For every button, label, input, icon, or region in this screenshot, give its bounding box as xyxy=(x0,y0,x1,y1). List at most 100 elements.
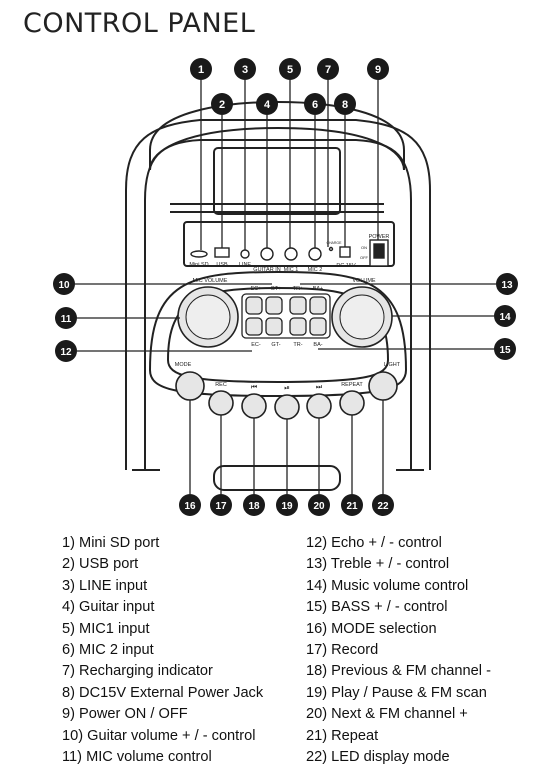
input-strip xyxy=(183,221,395,267)
svg-text:5: 5 xyxy=(287,64,293,76)
usb-port xyxy=(214,247,230,258)
mic-volume-label: MIC VOLUME xyxy=(193,278,228,284)
gt-minus-label: GT- xyxy=(271,342,280,348)
input-ports xyxy=(190,239,389,267)
legend-item-10: 10) Guitar volume + / - control xyxy=(62,727,256,744)
off-label: OFF xyxy=(360,255,369,260)
legend-item-22: 22) LED display mode xyxy=(306,749,450,766)
callout-7: 7 xyxy=(317,58,339,80)
legend-item-15: 15) BASS + / - control xyxy=(306,599,448,616)
ec-plus-label: EC+ xyxy=(251,286,262,292)
top-recess xyxy=(213,147,341,215)
svg-text:19: 19 xyxy=(281,501,293,512)
legend-item-5: 5) MIC1 input xyxy=(62,620,150,637)
svg-text:4: 4 xyxy=(264,99,271,111)
mic2-label: MIC 2 xyxy=(308,267,323,273)
svg-text:9: 9 xyxy=(375,64,381,76)
dc15v-label: DC 15V xyxy=(336,263,356,269)
svg-text:11: 11 xyxy=(61,314,72,325)
volume-label: VOLUME xyxy=(352,278,376,284)
callout-5: 5 xyxy=(279,58,301,80)
svg-text:10: 10 xyxy=(58,280,70,291)
mode-label: MODE xyxy=(175,362,192,368)
legend-item-12: 12) Echo + / - control xyxy=(306,535,442,551)
gt-plus-label: GT+ xyxy=(271,286,282,292)
legend-left-column: 1) Mini SD port 2) USB port 3) LINE inpu… xyxy=(62,533,263,768)
callout-14: 14 xyxy=(494,305,516,327)
legend-item-17: 17) Record xyxy=(306,642,379,659)
next-icon: ⏭ xyxy=(316,384,323,391)
callout-17: 17 xyxy=(210,494,232,516)
callout-16: 16 xyxy=(179,494,201,516)
power-label: POWER xyxy=(369,234,390,240)
bass-minus-button xyxy=(309,317,327,336)
dc-jack xyxy=(339,246,351,258)
mini-sd-label: Mini SD xyxy=(189,262,208,268)
callout-10: 10 xyxy=(53,273,75,295)
callout-15: 15 xyxy=(494,338,516,360)
legend-item-19: 19) Play / Pause & FM scan xyxy=(306,684,487,701)
function-buttons xyxy=(175,371,398,420)
ba-plus-label: BA+ xyxy=(313,286,324,292)
rec-button xyxy=(208,390,234,416)
knobs xyxy=(177,286,393,348)
callout-4: 4 xyxy=(256,93,278,115)
svg-text:12: 12 xyxy=(60,347,72,358)
svg-text:20: 20 xyxy=(313,501,325,512)
guitar-plus-button xyxy=(265,296,283,315)
svg-text:7: 7 xyxy=(325,64,331,76)
legend-item-11: 11) MIC volume control xyxy=(62,749,212,766)
callout-11: 11 xyxy=(55,307,77,329)
legend-right-column: 12) Echo + / - control 13) Treble + / - … xyxy=(306,533,491,768)
line-label: LINE xyxy=(239,262,252,268)
legend-item-4: 4) Guitar input xyxy=(62,599,155,616)
legend-item-18: 18) Previous & FM channel - xyxy=(306,663,491,680)
treble-minus-button xyxy=(289,317,307,336)
callout-19: 19 xyxy=(276,494,298,516)
mic2-jack xyxy=(308,247,322,261)
legend-item-16: 16) MODE selection xyxy=(306,620,437,637)
page-title: CONTROL PANEL xyxy=(23,8,256,39)
ec-minus-label: EC- xyxy=(251,342,261,348)
legend-item-7: 7) Recharging indicator xyxy=(62,663,213,680)
svg-text:6: 6 xyxy=(312,99,318,111)
callout-13: 13 xyxy=(496,273,518,295)
svg-text:14: 14 xyxy=(499,312,511,323)
svg-text:18: 18 xyxy=(248,501,260,512)
callout-12: 12 xyxy=(55,340,77,362)
callout-6: 6 xyxy=(304,93,326,115)
leader-lines xyxy=(75,80,496,494)
svg-text:16: 16 xyxy=(184,501,196,512)
callout-8: 8 xyxy=(334,93,356,115)
tr-minus-label: TR- xyxy=(293,342,302,348)
callout-2: 2 xyxy=(211,93,233,115)
tr-plus-label: TR+ xyxy=(293,286,304,292)
legend-item-8: 8) DC15V External Power Jack xyxy=(62,684,264,701)
callout-18: 18 xyxy=(243,494,265,516)
legend-item-13: 13) Treble + / - control xyxy=(306,556,450,573)
prev-icon: ⏮ xyxy=(251,384,257,391)
svg-text:1: 1 xyxy=(198,64,204,76)
legend-item-3: 3) LINE input xyxy=(62,577,148,594)
on-label: ON xyxy=(361,245,367,250)
svg-text:13: 13 xyxy=(501,280,513,291)
carry-handle xyxy=(149,100,405,171)
callout-markers: 1 2 3 4 5 6 7 8 9 10 11 12 13 14 15 16 1… xyxy=(53,58,518,516)
prev-button xyxy=(241,393,267,419)
echo-minus-button xyxy=(245,317,263,336)
line-jack xyxy=(240,249,250,259)
bass-plus-button xyxy=(309,296,327,315)
svg-text:15: 15 xyxy=(499,345,511,356)
mic1-jack xyxy=(284,247,298,261)
callout-9: 9 xyxy=(367,58,389,80)
play-icon: ⏯ xyxy=(284,385,290,392)
bottom-slot xyxy=(213,465,341,491)
callout-20: 20 xyxy=(308,494,330,516)
repeat-button xyxy=(339,390,365,416)
legend-item-9: 9) Power ON / OFF xyxy=(62,706,188,723)
outer-shell xyxy=(125,119,431,470)
usb-label: USB xyxy=(216,262,228,268)
guitar-jack xyxy=(260,247,274,261)
speaker-control-panel-diagram: Mini SD USB LINE GUITAR IN MIC 1 MIC 2 C… xyxy=(53,58,518,516)
callout-1: 1 xyxy=(190,58,212,80)
